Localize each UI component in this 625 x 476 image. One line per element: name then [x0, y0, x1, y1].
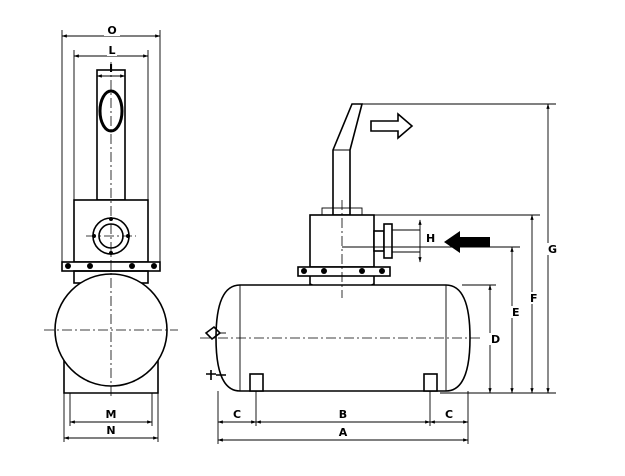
end-view: [44, 62, 178, 398]
stack-angled: [332, 103, 364, 216]
dim-label-G: G: [548, 243, 557, 256]
dim-label-C-right: C: [445, 408, 453, 421]
dim-label-I: I: [109, 62, 113, 75]
dim-label-N: N: [106, 424, 115, 437]
dim-label-F: F: [530, 292, 538, 305]
front-view-dimensions: C B C A D E F G H: [217, 103, 557, 444]
dim-label-D: D: [491, 333, 500, 346]
end-view-dimensions: O L I M N: [61, 24, 161, 442]
dim-label-E: E: [512, 306, 520, 319]
hollow-arrow-right-icon: [370, 112, 414, 140]
dim-label-L: L: [108, 44, 115, 57]
dim-label-M: M: [106, 408, 117, 421]
dim-label-O: O: [107, 24, 116, 37]
front-view: [200, 103, 490, 392]
dim-label-A: A: [339, 426, 348, 439]
dim-label-C-left: C: [233, 408, 241, 421]
mounting-flange-front: [297, 266, 391, 277]
solid-arrow-left-icon: [444, 231, 490, 253]
dim-label-B: B: [339, 408, 347, 421]
dim-label-H: H: [426, 232, 435, 245]
